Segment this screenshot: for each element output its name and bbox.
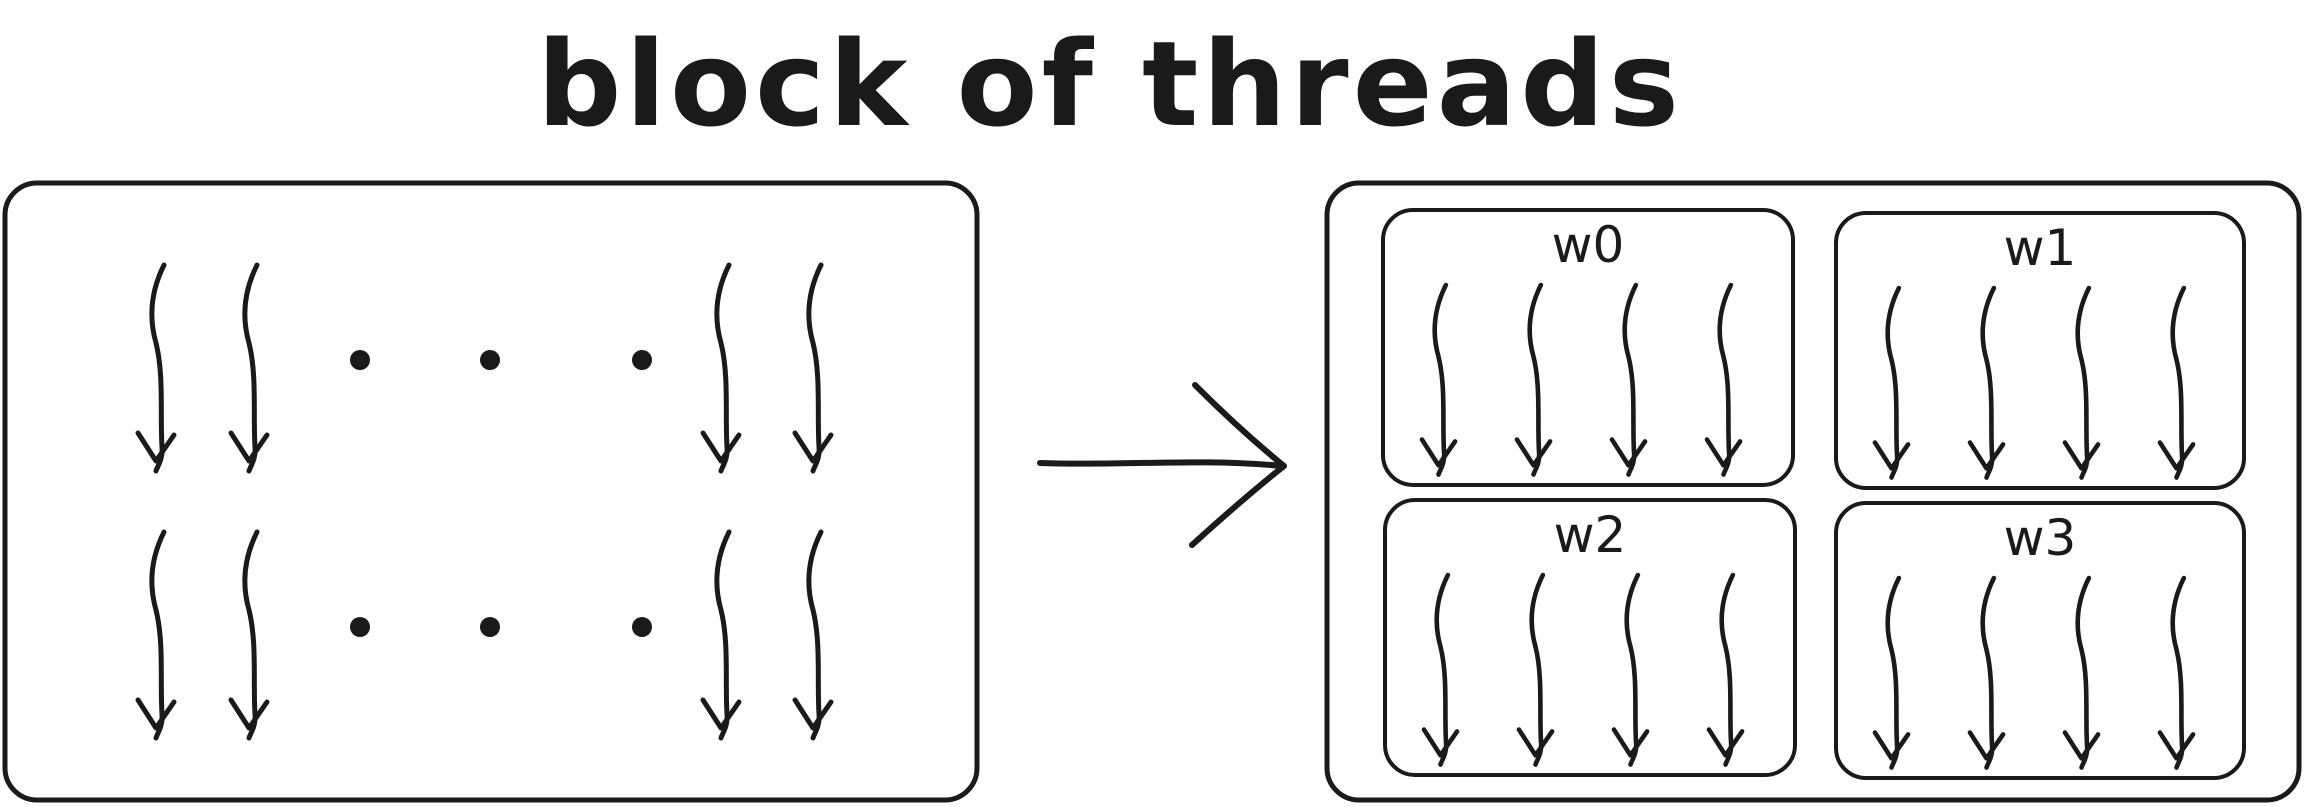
thread-block-box (2, 180, 980, 803)
thread-w2-0 (1424, 575, 1457, 765)
thread-w2-2 (1614, 575, 1647, 765)
ellipsis-dot (632, 350, 652, 370)
thread-row1-right-1 (795, 532, 831, 738)
ellipsis-dot (350, 350, 370, 370)
ellipsis-dot (480, 617, 500, 637)
ellipsis-dot (480, 350, 500, 370)
ellipsis-dot (632, 617, 652, 637)
warp-box-w0: w0 (1381, 208, 1795, 487)
thread-row1-left-1 (231, 532, 267, 738)
thread-w1-1 (1970, 288, 2003, 478)
thread-w0-3 (1707, 285, 1740, 475)
warp-label-w0: w0 (1552, 216, 1625, 274)
thread-row0-left-0 (138, 265, 174, 471)
warps-container-box (1324, 180, 2302, 803)
thread-block-contents (138, 265, 831, 738)
thread-w2-1 (1519, 575, 1552, 765)
thread-w1-2 (2065, 288, 2098, 478)
thread-w0-2 (1612, 285, 1645, 475)
thread-w0-1 (1517, 285, 1550, 475)
thread-row0-right-1 (795, 265, 831, 471)
thread-w0-0 (1422, 285, 1455, 475)
warp-box-w2: w2 (1383, 498, 1797, 777)
diagram-title: block of threads (537, 15, 1683, 153)
warp-label-w3: w3 (2004, 509, 2077, 567)
thread-row1-right-0 (703, 532, 739, 738)
thread-row1-left-0 (138, 532, 174, 738)
thread-w1-0 (1875, 288, 1908, 478)
thread-w3-3 (2160, 578, 2193, 768)
warp-box-w1: w1 (1834, 211, 2246, 490)
thread-w3-1 (1970, 578, 2003, 768)
warp-label-w1: w1 (2004, 219, 2077, 277)
thread-w2-3 (1709, 575, 1742, 765)
warp-label-w2: w2 (1554, 506, 1627, 564)
thread-w1-3 (2160, 288, 2193, 478)
thread-row0-right-0 (703, 265, 739, 471)
ellipsis-dot (350, 617, 370, 637)
transform-arrow (1037, 382, 1287, 548)
thread-w3-2 (2065, 578, 2098, 768)
thread-row0-left-1 (231, 265, 267, 471)
warp-box-w3: w3 (1834, 501, 2246, 780)
thread-w3-0 (1875, 578, 1908, 768)
